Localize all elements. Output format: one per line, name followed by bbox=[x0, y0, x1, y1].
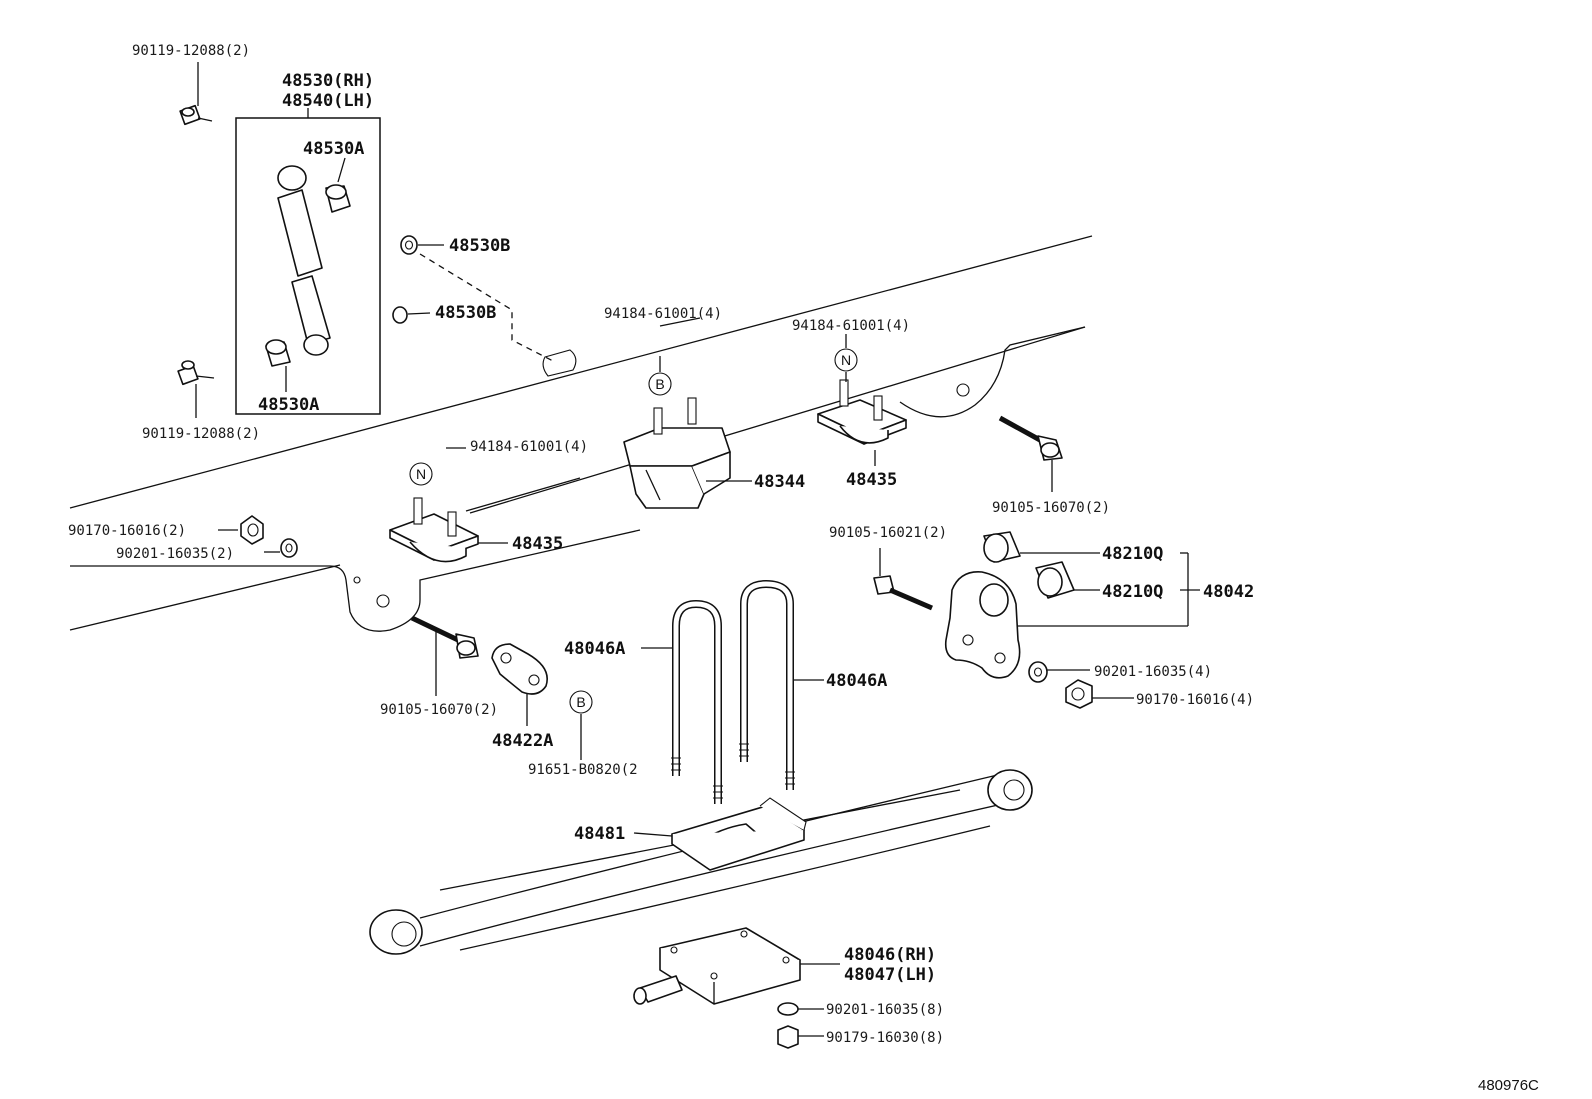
seat-48435-right bbox=[817, 334, 907, 466]
shock-absorber bbox=[277, 165, 331, 356]
label-bushing-q2: 48210Q bbox=[1102, 582, 1163, 602]
washer-48530b-a bbox=[400, 235, 444, 255]
label-stud-b: 94184-61001(4) bbox=[604, 306, 722, 322]
label-washer-b: 48530B bbox=[435, 303, 496, 323]
label-bolt-lower-left: 90119-12088(2) bbox=[142, 426, 260, 442]
label-washer-a: 48530B bbox=[449, 236, 510, 256]
ubolt-left bbox=[641, 599, 723, 804]
spring-seat-48481 bbox=[633, 797, 807, 871]
label-bolt-center: 90105-16070(2) bbox=[380, 702, 498, 718]
label-ubolt-left: 48046A bbox=[564, 639, 625, 659]
bushing-upper bbox=[325, 184, 351, 213]
label-ubolt-right: 48046A bbox=[826, 671, 887, 691]
frame-rail bbox=[69, 235, 1093, 632]
washer-left bbox=[264, 538, 298, 558]
label-bumper: 48344 bbox=[754, 472, 805, 492]
label-nut-shackle: 90170-16016(4) bbox=[1136, 692, 1254, 708]
marker-b-lower: B bbox=[569, 690, 593, 714]
seat-48435-left bbox=[389, 447, 508, 563]
label-bushing-q1: 48210Q bbox=[1102, 544, 1163, 564]
svg-text:B: B bbox=[576, 694, 585, 710]
label-washer-plate: 90201-16035(8) bbox=[826, 1002, 944, 1018]
leaf-spring bbox=[369, 769, 1033, 955]
nut-plate bbox=[777, 1025, 824, 1049]
label-stud-b-lower: 91651-B0820(2 bbox=[528, 762, 638, 778]
label-bushing-upper: 48530A bbox=[303, 139, 364, 159]
bushing-q2 bbox=[1035, 561, 1100, 599]
marker-b-upper: B bbox=[648, 372, 672, 396]
bolt-center bbox=[410, 615, 479, 696]
ubolt-right bbox=[739, 579, 824, 790]
label-bolt-right: 90105-16070(2) bbox=[992, 500, 1110, 516]
label-bracket: 48422A bbox=[492, 731, 553, 751]
bushing-lower bbox=[265, 339, 291, 367]
svg-text:N: N bbox=[416, 466, 426, 482]
label-plate-lh: 48047(LH) bbox=[844, 965, 936, 985]
nut-shackle bbox=[1065, 679, 1134, 709]
washer-shackle bbox=[1028, 661, 1090, 683]
bracket-48422a bbox=[491, 643, 548, 726]
label-bolt-shackle: 90105-16021(2) bbox=[829, 525, 947, 541]
bushing-q1 bbox=[983, 531, 1100, 563]
svg-text:B: B bbox=[655, 376, 664, 392]
label-seat-left: 48435 bbox=[512, 534, 563, 554]
label-nut-plate: 90179-16030(8) bbox=[826, 1030, 944, 1046]
svg-text:N: N bbox=[841, 352, 851, 368]
bolt-top-left bbox=[179, 62, 213, 126]
spring-plate bbox=[633, 927, 840, 1005]
label-stud-n-left: 94184-61001(4) bbox=[470, 439, 588, 455]
label-plate-rh: 48046(RH) bbox=[844, 945, 936, 965]
label-stud-n-right: 94184-61001(4) bbox=[792, 318, 910, 334]
washer-48530b-b bbox=[392, 306, 431, 324]
washer-plate bbox=[777, 1002, 824, 1016]
shock-absorber-group bbox=[235, 108, 381, 415]
shackle-assembly bbox=[873, 531, 1200, 709]
marker-n-left: N bbox=[409, 462, 433, 486]
label-seat-right: 48435 bbox=[846, 470, 897, 490]
label-shackle: 48042 bbox=[1203, 582, 1254, 602]
diagram-code: 480976C bbox=[1478, 1077, 1539, 1094]
bolt-lower-left bbox=[177, 360, 215, 418]
bolt-shackle bbox=[873, 548, 933, 611]
label-washer-shackle: 90201-16035(4) bbox=[1094, 664, 1212, 680]
marker-n-right: N bbox=[834, 348, 858, 372]
bumper-48344 bbox=[623, 356, 752, 509]
bolt-right bbox=[998, 415, 1063, 492]
label-shock-rh: 48530(RH) bbox=[282, 71, 374, 91]
nut-left bbox=[218, 515, 264, 545]
label-bushing-lower: 48530A bbox=[258, 395, 319, 415]
label-spring-seat: 48481 bbox=[574, 824, 625, 844]
label-washer-left: 90201-16035(2) bbox=[116, 546, 234, 562]
label-bolt-top-left: 90119-12088(2) bbox=[132, 43, 250, 59]
label-shock-lh: 48540(LH) bbox=[282, 91, 374, 111]
label-nut-left: 90170-16016(2) bbox=[68, 523, 186, 539]
